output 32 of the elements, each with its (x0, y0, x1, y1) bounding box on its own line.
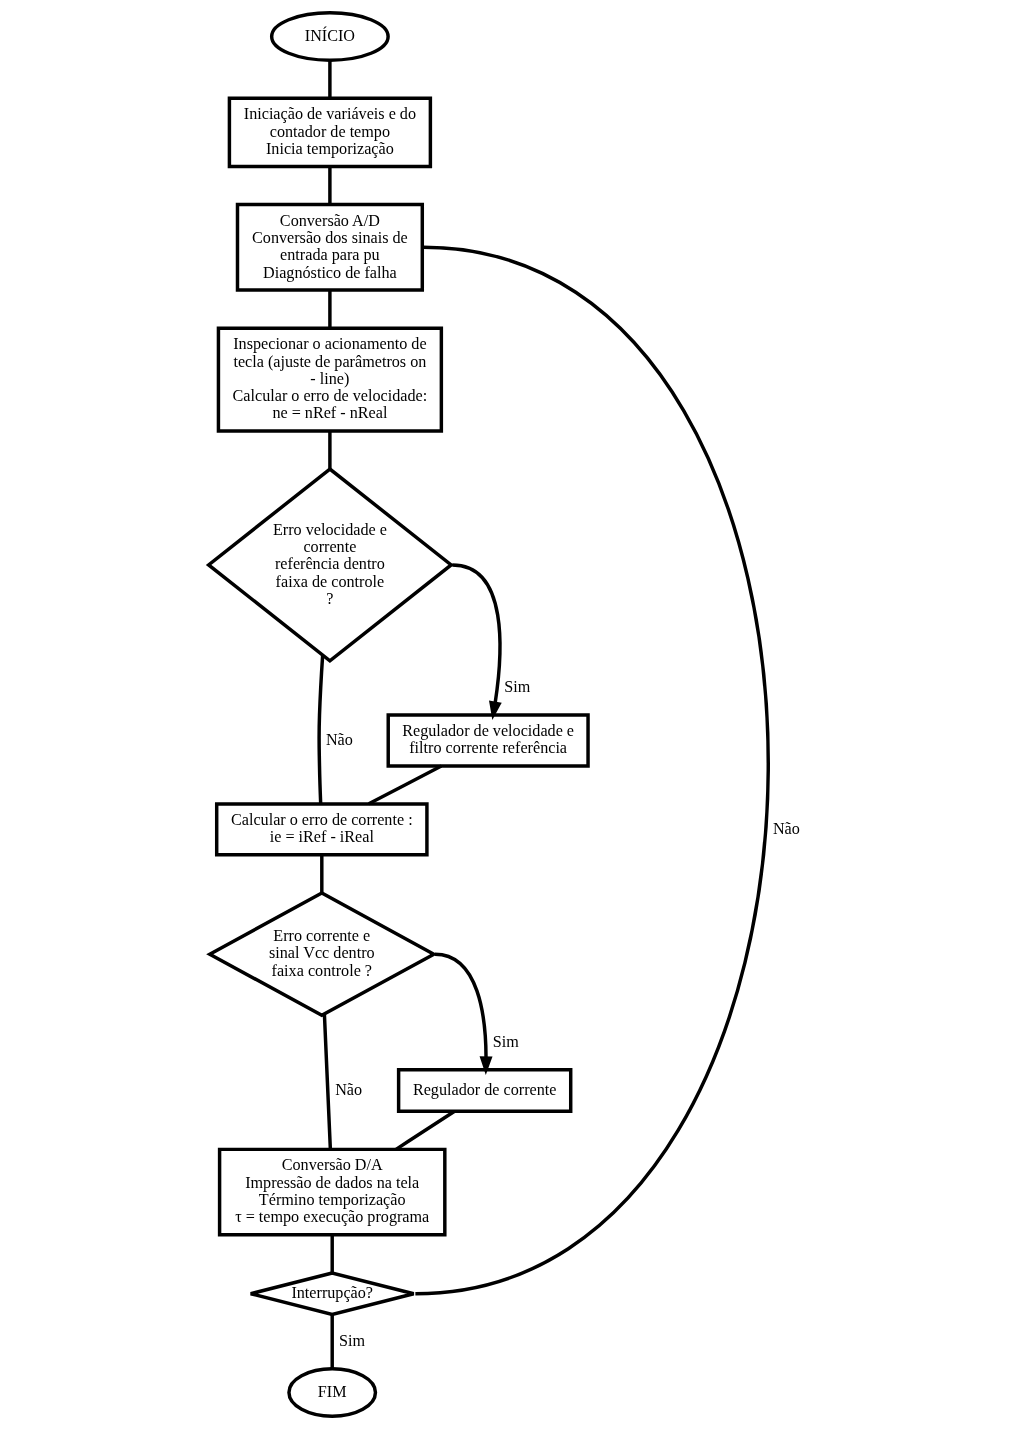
connector (329, 1235, 334, 1273)
connector (327, 166, 332, 205)
connector (327, 431, 332, 469)
node-diamond: Erro corrente e sinal Vcc dentro faixa controle ? (205, 890, 437, 1018)
arrow (451, 563, 502, 720)
connector (327, 290, 332, 328)
connector (322, 1014, 332, 1150)
node-ellipse: FIM (286, 1367, 377, 1418)
node-box: Regulador de velocidade e filtro corrente referência (386, 713, 590, 768)
edge-label: Sim (503, 678, 530, 696)
node-box: Conversão A/D Conversão dos sinais de entrada para pu Diagnóstico de falha (235, 202, 424, 292)
edge-label: Não (334, 1080, 362, 1098)
edge-label: Não (325, 730, 353, 748)
node-box: Regulador de corrente (396, 1067, 572, 1113)
node-box: Calcular o erro de corrente : ie = iRef - iReal (214, 802, 429, 857)
edge-label: Sim (338, 1331, 365, 1349)
edge-label: Não (772, 819, 800, 837)
connector (329, 1314, 334, 1369)
node-box: Iniciação de variáveis e do contador de tempo Inicia temporização (227, 96, 432, 169)
connector (367, 764, 442, 806)
node-diamond: Interrupção? (248, 1271, 415, 1317)
connector (319, 855, 324, 893)
node-box: Conversão D/A Impressão de dados na tela Término temporização τ = tempo execução programa (217, 1147, 447, 1237)
connector (327, 60, 332, 99)
node-diamond: Erro velocidade e corrente referência dentro faixa de controle ? (205, 466, 454, 663)
connector (394, 1110, 455, 1151)
node-ellipse: INÍCIO (269, 11, 390, 62)
edge-label: Sim (492, 1032, 519, 1050)
connector (414, 245, 770, 1296)
connector (316, 655, 324, 805)
node-box: Inspecionar o acionamento de tecla (ajuste de parâmetros on - line) Calcular o erro de velocidade: ne = nRef - nReal (216, 326, 443, 433)
arrow (434, 952, 493, 1075)
